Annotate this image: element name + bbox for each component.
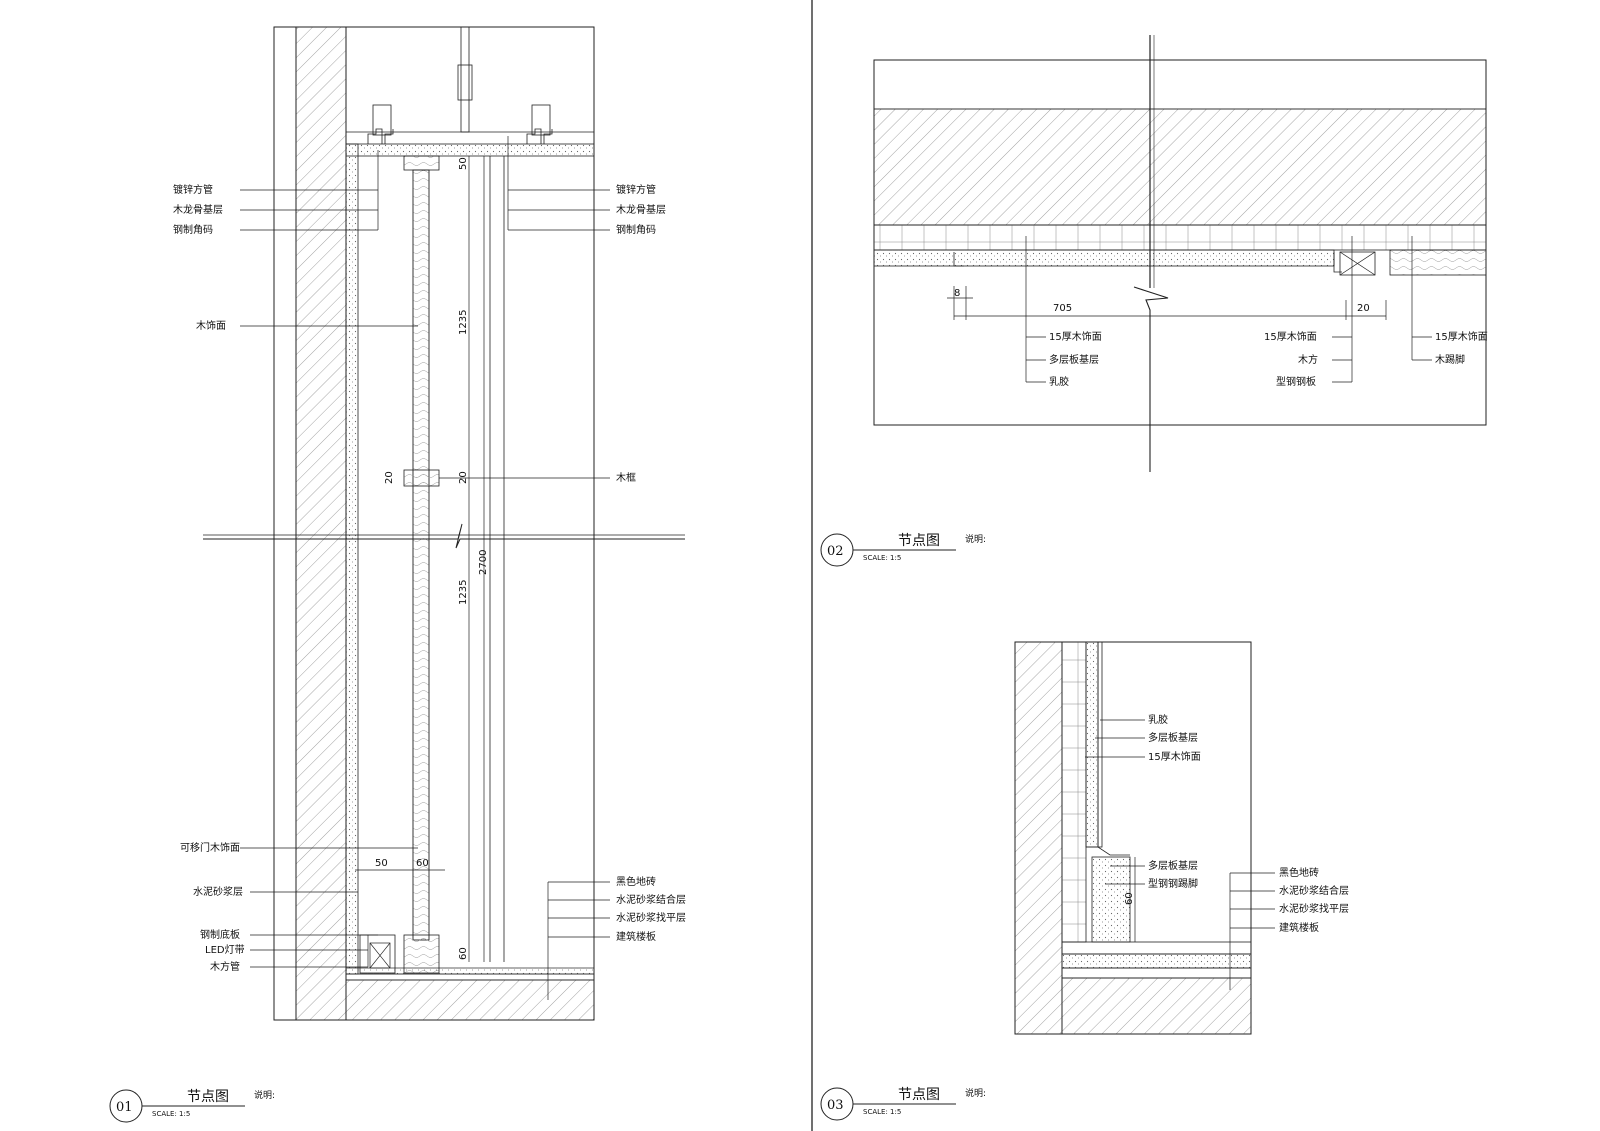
- label-01-led-strip: LED灯带: [205, 944, 245, 956]
- dim-01-bottom: 60: [458, 947, 469, 960]
- dim-01-block-b: 20: [458, 471, 469, 484]
- detail-01-note: 说明:: [254, 1089, 275, 1101]
- detail-02-note: 说明:: [965, 533, 986, 545]
- detail-03-drawing: [1014, 641, 1275, 1035]
- label-03-floor-slab: 建筑楼板: [1279, 921, 1319, 934]
- detail-03-title-block: 03 节点图 SCALE: 1:5 说明:: [820, 1087, 986, 1121]
- label-01-steel-bracket: 钢制角码: [173, 223, 213, 236]
- label-01-r-steel-bracket: 钢制角码: [616, 223, 656, 236]
- label-01-mortar-bond: 水泥砂浆结合层: [616, 893, 686, 906]
- wood-panel: [412, 169, 430, 941]
- detail-02-title-block: 02 节点图 SCALE: 1:5 说明:: [820, 533, 986, 567]
- dim-02-reveal: 8: [954, 288, 960, 299]
- detail-03-note: 说明:: [965, 1087, 986, 1099]
- dim-01-lower: 1235: [458, 580, 469, 605]
- label-02-a-plywood: 多层板基层: [1049, 353, 1099, 366]
- label-03-mortar-bond: 水泥砂浆结合层: [1279, 884, 1349, 897]
- dim-01-top: 50: [458, 157, 469, 170]
- label-03-base-plywood: 多层板基层: [1148, 859, 1198, 872]
- dim-01-gap: 50: [375, 858, 388, 869]
- label-01-sliding-door-veneer: 可移门木饰面: [180, 841, 240, 854]
- label-03-plywood: 多层板基层: [1148, 731, 1198, 744]
- label-02-c-veneer: 15厚木饰面: [1435, 330, 1488, 343]
- label-02-a-latex: 乳胶: [1049, 375, 1069, 388]
- label-02-c-skirting: 木踢脚: [1435, 353, 1465, 366]
- detail-01-title-block: 01 节点图 SCALE: 1:5 说明:: [109, 1089, 275, 1123]
- label-01-r-wood-keel: 木龙骨基层: [616, 203, 666, 216]
- dim-02-gap: 20: [1357, 303, 1370, 314]
- concrete-slab: [873, 108, 1487, 226]
- label-02-b-veneer: 15厚木饰面: [1264, 330, 1317, 343]
- detail-02-labels: 15厚木饰面 多层板基层 乳胶 15厚木饰面 木方 型钢钢板 15厚木饰面 木踢…: [954, 288, 1488, 388]
- label-01-steel-base: 钢制底板: [200, 928, 240, 941]
- detail-02-scale: SCALE: 1:5: [863, 554, 901, 562]
- detail-01-right-labels: 镀锌方管 木龙骨基层 钢制角码 木框 黑色地砖 水泥砂浆结合层 水泥砂浆找平层 …: [616, 183, 686, 943]
- detail-02-number: 02: [827, 544, 844, 559]
- label-02-a-veneer: 15厚木饰面: [1049, 330, 1102, 343]
- label-01-wood-veneer: 木饰面: [196, 319, 226, 332]
- label-01-wood-tube: 木方管: [210, 960, 240, 973]
- label-01-floor-slab: 建筑楼板: [616, 930, 656, 943]
- label-01-r-galvanized-tube: 镀锌方管: [616, 183, 656, 196]
- label-02-b-timber: 木方: [1298, 353, 1318, 366]
- detail-03-scale: SCALE: 1:5: [863, 1108, 901, 1116]
- detail-01-title: 节点图: [187, 1089, 229, 1105]
- label-01-mortar-level: 水泥砂浆找平层: [616, 911, 686, 924]
- detail-02-drawing: [873, 35, 1487, 472]
- label-01-mortar-layer: 水泥砂浆层: [193, 885, 243, 898]
- dim-01-upper: 1235: [458, 310, 469, 335]
- label-03-steel-skirting: 型钢钢踢脚: [1148, 877, 1198, 890]
- detail-01-left-labels: 镀锌方管 木龙骨基层 钢制角码 木饰面 可移门木饰面 水泥砂浆层 钢制底板 LE…: [173, 183, 245, 973]
- detail-03-title: 节点图: [898, 1087, 940, 1103]
- dim-03-height: 60: [1124, 892, 1135, 905]
- label-03-mortar-level: 水泥砂浆找平层: [1279, 902, 1349, 915]
- label-01-black-tile: 黑色地砖: [616, 875, 656, 888]
- dim-02-span: 705: [1053, 303, 1072, 314]
- detail-01-dimensions: 50 1235 20 20 1235 2700 50 60 60: [375, 157, 489, 960]
- concrete-wall: [295, 26, 347, 1021]
- detail-03-labels: 乳胶 多层板基层 15厚木饰面 多层板基层 型钢钢踢脚 黑色地砖 水泥砂浆结合层…: [1124, 713, 1349, 934]
- detail-01-drawing: [203, 26, 685, 1021]
- detail-01-number: 01: [116, 1100, 133, 1115]
- detail-01-scale: SCALE: 1:5: [152, 1110, 190, 1118]
- dim-01-panel: 60: [416, 858, 429, 869]
- label-02-b-steel-plate: 型钢钢板: [1276, 375, 1316, 388]
- dim-01-total: 2700: [478, 550, 489, 575]
- label-01-wood-frame: 木框: [616, 471, 636, 484]
- label-01-wood-keel: 木龙骨基层: [173, 203, 223, 216]
- detail-03-number: 03: [827, 1098, 844, 1113]
- label-03-black-tile: 黑色地砖: [1279, 866, 1319, 879]
- label-03-latex: 乳胶: [1148, 713, 1168, 726]
- detail-02-title: 节点图: [898, 533, 940, 549]
- label-03-veneer: 15厚木饰面: [1148, 750, 1201, 763]
- label-01-galvanized-tube: 镀锌方管: [173, 183, 213, 196]
- dim-01-block-a: 20: [384, 471, 395, 484]
